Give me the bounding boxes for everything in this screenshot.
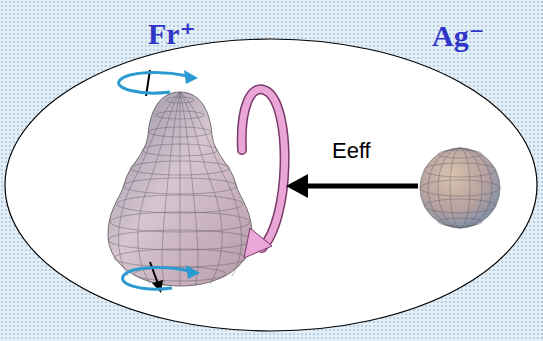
field-label: Eeff — [332, 138, 371, 164]
spin-arrows — [119, 70, 200, 293]
ion-label: Ag⁻ — [432, 18, 485, 53]
rotation-arrow — [242, 89, 285, 258]
ion-label: Fr⁺ — [148, 16, 195, 51]
ag-sphere — [420, 148, 500, 228]
field-arrow — [286, 174, 418, 198]
fr-orbital — [108, 92, 252, 286]
molecule-outline — [5, 39, 537, 331]
